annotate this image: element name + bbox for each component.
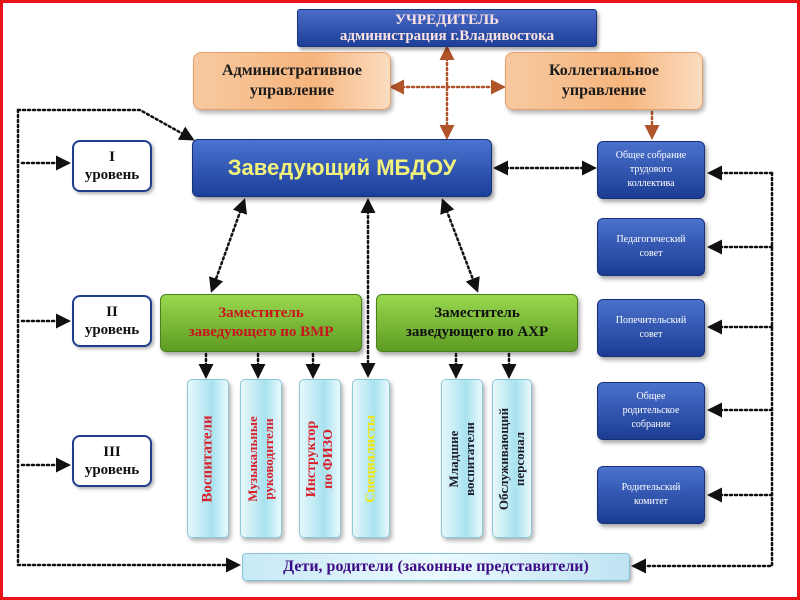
parents-meeting-line2: родительское bbox=[622, 405, 680, 416]
music-line1: Музыкальные bbox=[245, 415, 260, 502]
service-staff-box: Обслуживающий персонал bbox=[492, 379, 532, 538]
connector-head-ahr bbox=[440, 198, 480, 293]
deputy-vmr-box: Заместитель заведующего по ВМР bbox=[160, 294, 362, 352]
assembly-line3: коллектива bbox=[627, 178, 675, 189]
parents-meeting-line3: собрание bbox=[631, 419, 671, 430]
collegial-management-line2: управление bbox=[561, 82, 647, 99]
level-3-numeral: III bbox=[103, 444, 121, 460]
specialists-line1: Специалисты bbox=[363, 414, 379, 503]
level-3-word: уровень bbox=[84, 462, 140, 478]
level-2-word: уровень bbox=[84, 322, 140, 338]
trustees-line1: Попечительский bbox=[615, 315, 687, 326]
trustees-line2: совет bbox=[639, 329, 663, 340]
specialists-box: Специалисты bbox=[352, 379, 390, 538]
pedsovet-line2: совет bbox=[639, 248, 663, 259]
assembly-line1: Общее собрание bbox=[615, 150, 687, 161]
fizo-line1: Инструктор bbox=[304, 420, 319, 497]
collegial-management-line1: Коллегиальное bbox=[548, 62, 660, 79]
children-parents-label: Дети, родители (законные представители) bbox=[283, 558, 589, 575]
educators-box: Воспитатели bbox=[187, 379, 229, 538]
children-parents-box: Дети, родители (законные представители) bbox=[242, 553, 630, 581]
connector-right-bus bbox=[631, 171, 774, 574]
parents-committee-line2: комитет bbox=[633, 496, 669, 507]
connector-left-loop bbox=[16, 108, 195, 141]
parents-committee-line1: Родительский bbox=[621, 482, 681, 493]
collegial-management-box: Коллегиальное управление bbox=[505, 52, 703, 110]
admin-management-line1: Административное bbox=[222, 62, 362, 79]
deputy-ahr-line1: Заместитель bbox=[434, 305, 520, 321]
fizo-instructor-box: Инструктор по ФИЗО bbox=[299, 379, 341, 538]
level-2-numeral: II bbox=[106, 304, 118, 320]
admin-management-box: Административное управление bbox=[193, 52, 391, 110]
deputy-ahr-box: Заместитель заведующего по АХР bbox=[376, 294, 578, 352]
level-2-box: II уровень bbox=[72, 295, 152, 347]
educators-line1: Воспитатели bbox=[199, 414, 216, 503]
connector-left-vertical bbox=[16, 108, 241, 573]
deputy-vmr-line1: Заместитель bbox=[218, 305, 304, 321]
pedsovet-line1: Педагогический bbox=[616, 234, 686, 245]
parents-committee-box: Родительский комитет bbox=[597, 466, 705, 524]
music-directors-box: Музыкальные руководители bbox=[240, 379, 282, 538]
board-of-trustees-box: Попечительский совет bbox=[597, 299, 705, 357]
level-1-word: уровень bbox=[84, 167, 140, 183]
deputy-vmr-line2: заведующего по ВМР bbox=[188, 324, 334, 340]
assembly-line2: трудового bbox=[629, 164, 673, 175]
junior-line1: Младшие bbox=[446, 430, 461, 487]
service-line1: Обслуживающий bbox=[496, 407, 511, 510]
music-line2: руководители bbox=[261, 417, 276, 500]
fizo-line2: по ФИЗО bbox=[321, 428, 336, 489]
service-line2: персонал bbox=[512, 431, 527, 486]
parents-meeting-line1: Общее bbox=[636, 391, 666, 402]
connector-head-vmr bbox=[209, 198, 247, 293]
head-box: Заведующий МБДОУ bbox=[192, 139, 492, 197]
parents-meeting-box: Общее родительское собрание bbox=[597, 382, 705, 440]
level-3-box: III уровень bbox=[72, 435, 152, 487]
junior-educators-box: Младшие воспитатели bbox=[441, 379, 483, 538]
junior-line2: воспитатели bbox=[462, 421, 477, 496]
head-label: Заведующий МБДОУ bbox=[227, 155, 457, 180]
level-1-numeral: I bbox=[109, 149, 115, 165]
founder-subtitle: администрация г.Владивостока bbox=[339, 28, 555, 44]
founder-title: УЧРЕДИТЕЛЬ bbox=[394, 12, 500, 28]
admin-management-line2: управление bbox=[249, 82, 335, 99]
general-staff-assembly-box: Общее собрание трудового коллектива bbox=[597, 141, 705, 199]
deputy-ahr-line2: заведующего по АХР bbox=[405, 324, 549, 340]
level-1-box: I уровень bbox=[72, 140, 152, 192]
founder-box: УЧРЕДИТЕЛЬ администрация г.Владивостока bbox=[297, 9, 597, 47]
pedagogical-council-box: Педагогический совет bbox=[597, 218, 705, 276]
